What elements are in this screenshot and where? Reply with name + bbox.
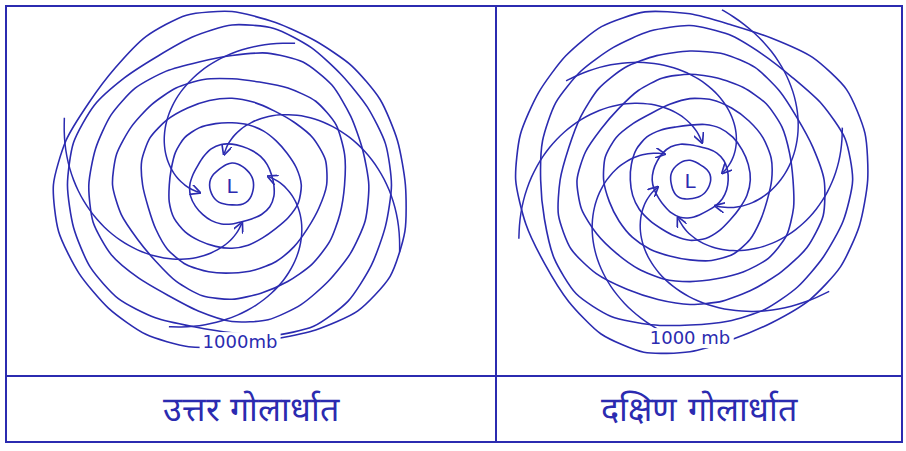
wind-arrow [64,118,241,260]
wind-arrow [519,103,702,239]
isobar [210,163,254,205]
wind-arrows [519,10,842,332]
isobar [112,79,345,300]
isobar [671,160,711,199]
isobar-value: 1000 mb [647,328,734,348]
wind-arrow [640,188,829,312]
isobar [603,98,771,260]
isobar [53,11,406,347]
isobar [541,26,853,326]
wind-arrows [64,43,399,327]
isobar [630,124,750,240]
wind-arrow [678,128,842,251]
hemisphere-caption: दक्षिण गोलार्धात [601,389,797,430]
wind-arrow [716,10,798,208]
outer-frame [6,6,902,442]
wind-arrow [592,153,664,331]
isobar [190,144,274,224]
isobar-value: 1000mb [200,332,281,352]
isobar [577,74,794,281]
low-pressure-mark: L [223,175,240,197]
wind-arrow [169,177,302,327]
isobar [516,11,868,353]
isobar [89,53,369,322]
caption-divider [6,375,902,377]
isobar-group [53,11,406,347]
isobar-group [516,11,868,353]
caption-cell: उत्तर गोलार्धात [8,378,494,440]
isobar [169,123,301,248]
caption-cell: दक्षिण गोलार्धात [498,378,900,440]
low-pressure-mark: L [681,170,698,192]
wind-arrow [224,115,399,253]
wind-arrow [566,62,736,172]
hemisphere-caption: उत्तर गोलार्धात [163,389,340,430]
isobar [558,51,825,304]
wind-arrow [164,43,295,192]
isobar [67,25,391,336]
